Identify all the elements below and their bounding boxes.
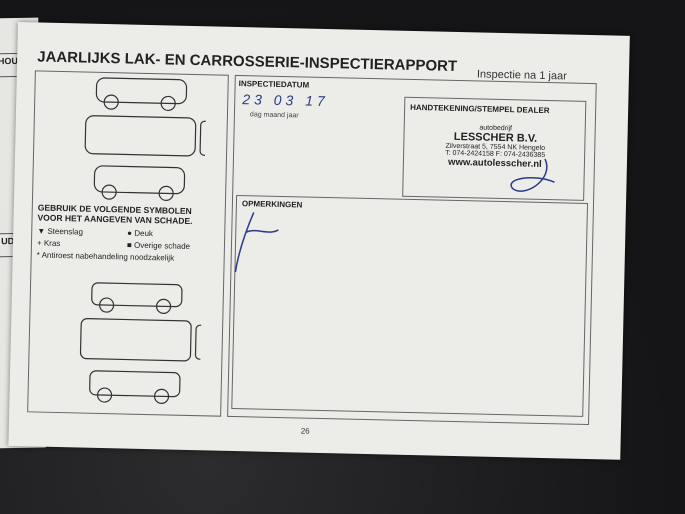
legend-item: ▼ Steenslag xyxy=(37,226,84,237)
legend-item: + Kras xyxy=(36,238,61,249)
symbol-legend: GEBRUIK DE VOLGENDE SYMBOLEN VOOR HET AA… xyxy=(37,202,218,263)
legend-item: ● Deuk xyxy=(127,228,154,239)
legend-heading: GEBRUIK DE VOLGENDE SYMBOLEN VOOR HET AA… xyxy=(37,202,193,227)
car-diagram-bottom xyxy=(69,282,203,404)
page-number: 26 xyxy=(300,426,310,436)
inspection-date-label: INSPECTIEDATUM xyxy=(238,79,310,90)
dealer-signature xyxy=(510,158,555,192)
legend-item: ■ Overige schade xyxy=(126,240,191,251)
booklet-page: JAARLIJKS LAK- EN CARROSSERIE-INSPECTIER… xyxy=(8,22,630,460)
date-hint: dag maand jaar xyxy=(249,111,299,120)
handwritten-signature xyxy=(234,212,279,273)
car-diagram-top xyxy=(73,77,207,202)
inspection-date: 23 03 17 xyxy=(242,91,329,110)
